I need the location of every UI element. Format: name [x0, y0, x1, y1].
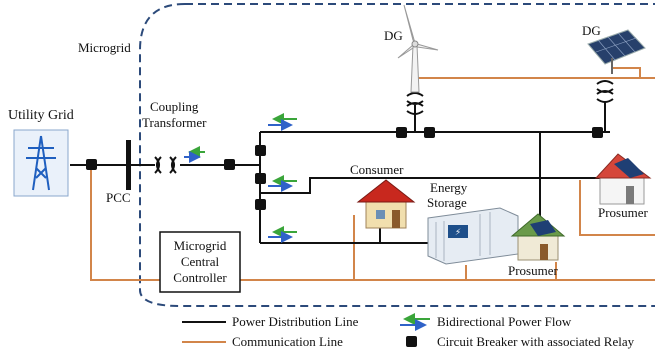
pcc-bar: [126, 140, 131, 190]
legend-power-line: Power Distribution Line: [232, 314, 359, 329]
breaker-icon: [224, 159, 235, 170]
legend-bidirectional: Bidirectional Power Flow: [437, 314, 572, 329]
breaker-icon: [86, 159, 97, 170]
prosumer-house-right-icon: [594, 153, 652, 205]
legend-breaker: Circuit Breaker with associated Relay: [437, 334, 635, 349]
consumer-house-icon: [356, 179, 416, 229]
bidirectional-arrows: [184, 113, 297, 243]
coupling-transformer-icon: [154, 156, 177, 174]
coupling-label-1: Coupling: [150, 99, 199, 114]
controller-label-2: Central: [181, 254, 220, 269]
utility-grid-label: Utility Grid: [8, 108, 74, 123]
dg-wind-transformer-icon: [406, 92, 424, 115]
legend: Power Distribution Line Communication Li…: [182, 313, 635, 349]
energy-storage-label-2: Storage: [427, 195, 467, 210]
controller-box: [159, 231, 241, 293]
prosumer-house-bottom-icon: [510, 213, 566, 261]
prosumer-bottom-label: Prosumer: [508, 263, 559, 278]
consumer-label: Consumer: [350, 162, 404, 177]
legend-comm-line: Communication Line: [232, 334, 343, 349]
breaker-icon: [424, 127, 435, 138]
controller-label-3: Controller: [173, 270, 227, 285]
dg-solar-transformer-icon: [596, 80, 614, 103]
prosumer-right-label: Prosumer: [598, 205, 649, 220]
breaker-icon: [592, 127, 603, 138]
coupling-label-2: Transformer: [142, 115, 207, 130]
dg-wind-label: DG: [384, 28, 403, 43]
controller-label-1: Microgrid: [174, 238, 227, 253]
circuit-breakers: [86, 127, 603, 210]
dg-solar-label: DG: [582, 23, 601, 38]
solar-panel-icon: [587, 29, 646, 74]
svg-text:⚡: ⚡: [455, 228, 461, 238]
pcc-label: PCC: [106, 190, 131, 205]
microgrid-boundary: [139, 3, 655, 307]
wind-turbine-icon: [397, 4, 439, 93]
energy-storage-label-1: Energy: [430, 180, 468, 195]
breaker-icon: [255, 173, 266, 184]
legend-breaker-icon: [406, 336, 417, 347]
utility-tower-icon: [13, 129, 69, 197]
microgrid-label: Microgrid: [78, 40, 131, 55]
breaker-icon: [396, 127, 407, 138]
breaker-icon: [255, 145, 266, 156]
breaker-icon: [255, 199, 266, 210]
energy-storage-icon: ⚡: [427, 207, 519, 265]
